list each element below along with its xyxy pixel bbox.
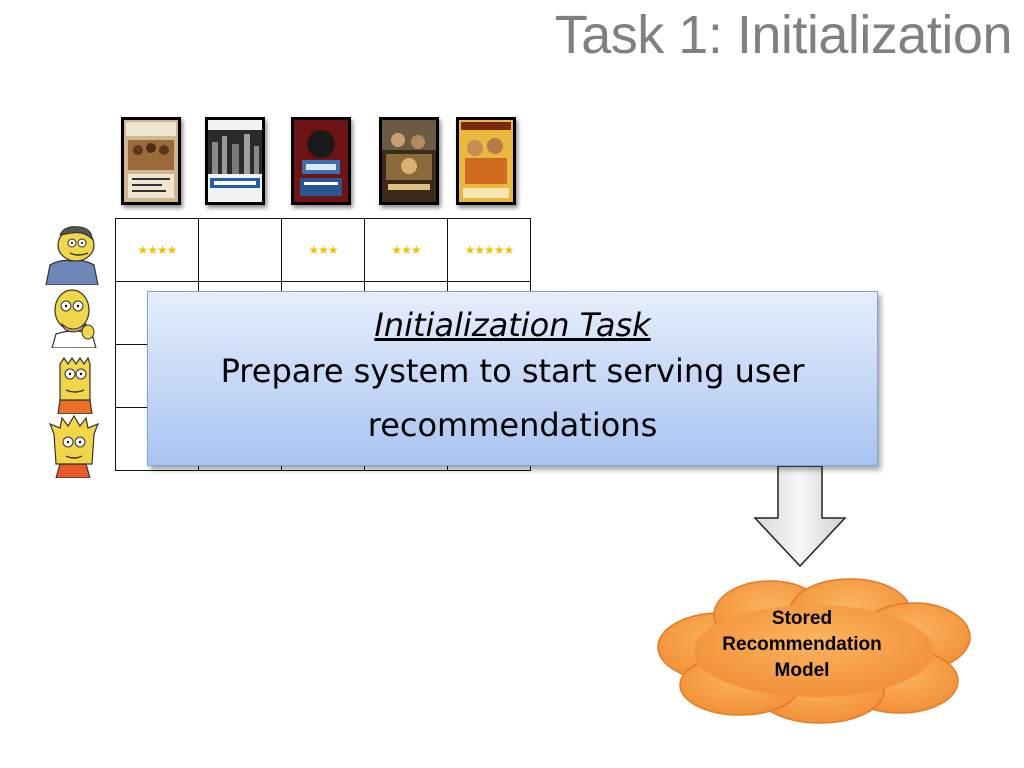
table-row: ★★★★ ★★★ ★★★ ★★★★★ — [115, 218, 531, 282]
western-movie-poster-icon — [124, 120, 178, 202]
homer-avatar-icon — [51, 289, 97, 348]
down-arrow-icon — [753, 466, 847, 568]
callout-body: Prepare system to start serving user rec… — [220, 352, 805, 444]
city-skyline-poster-icon — [208, 120, 262, 202]
poster-empire-strikes-back — [291, 117, 351, 205]
star-rating: ★★★ — [308, 243, 338, 257]
comedy-movie-poster-icon — [459, 120, 513, 202]
slide-title: Task 1: Initialization — [554, 5, 1013, 65]
rating-cell — [198, 218, 282, 282]
star-rating: ★★★★★ — [464, 243, 515, 257]
lisa-avatar-icon — [48, 414, 100, 478]
stored-model-label-line: Model — [774, 660, 830, 681]
moe-avatar-icon — [45, 226, 99, 285]
poster-manhattan — [205, 117, 265, 205]
rating-cell: ★★★★ — [115, 218, 199, 282]
space-movie-poster-icon — [294, 120, 348, 202]
movie-posters — [0, 117, 1024, 213]
poster-good-bad-ugly — [121, 117, 181, 205]
fantasy-movie-poster-icon — [382, 120, 436, 202]
poster-lord-of-the-rings — [379, 117, 439, 205]
stored-model-label: Stored Recommendation Model — [700, 606, 904, 684]
callout-heading: Initialization Task — [374, 306, 651, 344]
rating-cell: ★★★★★ — [447, 218, 531, 282]
stored-model-label-line: Recommendation — [722, 634, 882, 655]
star-rating: ★★★ — [391, 243, 421, 257]
bart-avatar-icon — [57, 356, 93, 414]
rating-cell: ★★★ — [281, 218, 365, 282]
initialization-callout: Initialization Task Prepare system to st… — [147, 291, 878, 466]
star-rating: ★★★★ — [137, 243, 177, 257]
poster-big-lebowski — [456, 117, 516, 205]
rating-cell: ★★★ — [364, 218, 448, 282]
cloud-icon — [657, 578, 971, 724]
stored-model-label-line: Stored — [771, 608, 833, 629]
